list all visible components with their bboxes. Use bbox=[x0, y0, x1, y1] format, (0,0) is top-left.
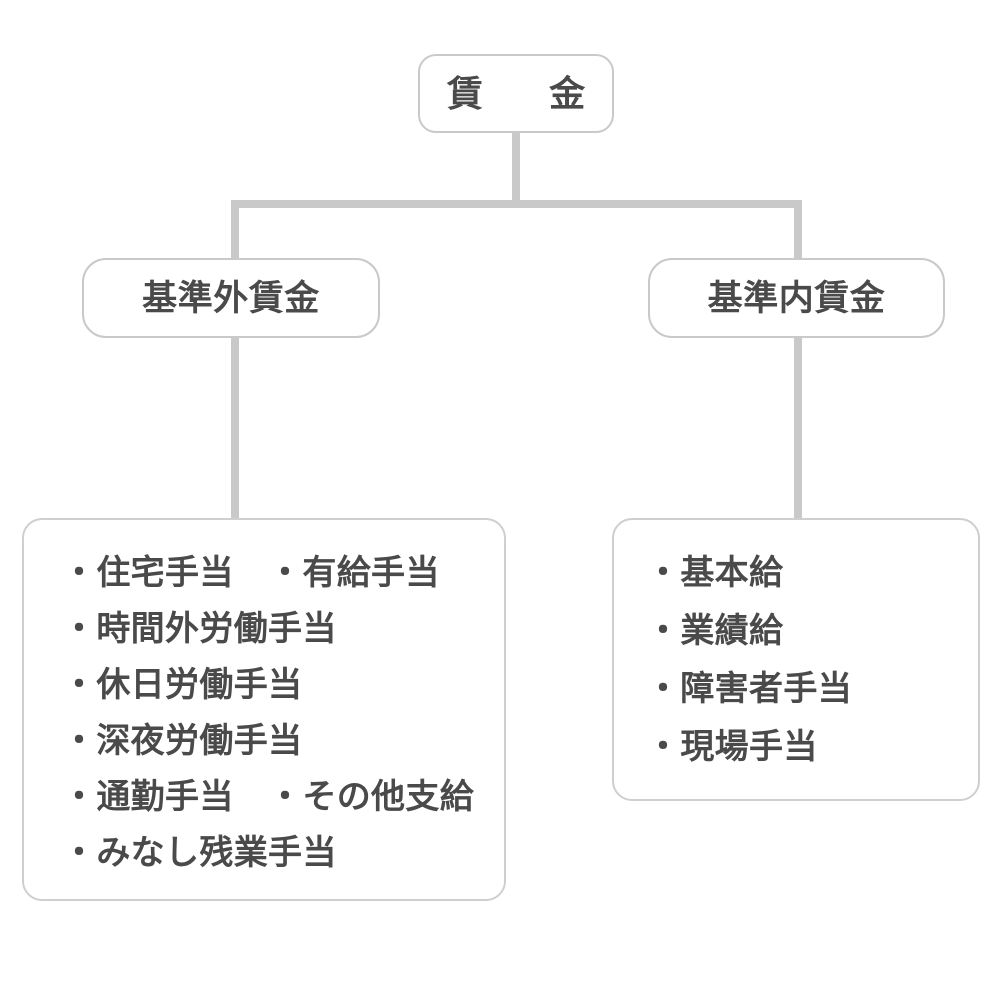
list-item: ・障害者手当 bbox=[646, 670, 853, 708]
connector-root-stem bbox=[512, 131, 520, 204]
node-kijungai-chingin: 基準外賃金 bbox=[82, 258, 380, 338]
node-kijunnai-chingin-label: 基準内賃金 bbox=[707, 278, 886, 318]
connector-right-branch-stem bbox=[794, 336, 802, 520]
node-kijungai-chingin-label: 基準外賃金 bbox=[142, 278, 320, 318]
node-root-wage: 賃 金 bbox=[418, 54, 614, 133]
list-item: ・業績給 bbox=[646, 612, 784, 650]
node-kijunnai-chingin: 基準内賃金 bbox=[648, 258, 945, 338]
listbox-kijungai-items: ・住宅手当 ・有給手当 ・時間外労働手当 ・休日労働手当 ・深夜労働手当 ・通勤… bbox=[22, 518, 506, 901]
list-item: ・みなし残業手当 bbox=[62, 834, 337, 872]
list-item: ・深夜労働手当 bbox=[62, 722, 303, 760]
list-item: ・現場手当 bbox=[646, 728, 818, 766]
node-root-label: 賃 金 bbox=[446, 72, 601, 114]
connector-left-branch-stem bbox=[231, 336, 239, 520]
connector-drop-left bbox=[231, 200, 239, 260]
listbox-kijunnai-items: ・基本給 ・業績給 ・障害者手当 ・現場手当 bbox=[612, 518, 980, 801]
connector-drop-right bbox=[794, 200, 802, 260]
list-item: ・基本給 bbox=[646, 554, 784, 592]
connector-horizontal-bar bbox=[231, 200, 802, 208]
list-item: ・住宅手当 ・有給手当 bbox=[62, 554, 440, 592]
list-item: ・時間外労働手当 bbox=[62, 610, 337, 648]
list-item: ・休日労働手当 bbox=[62, 666, 303, 704]
list-item: ・通勤手当 ・その他支給 bbox=[62, 778, 475, 816]
